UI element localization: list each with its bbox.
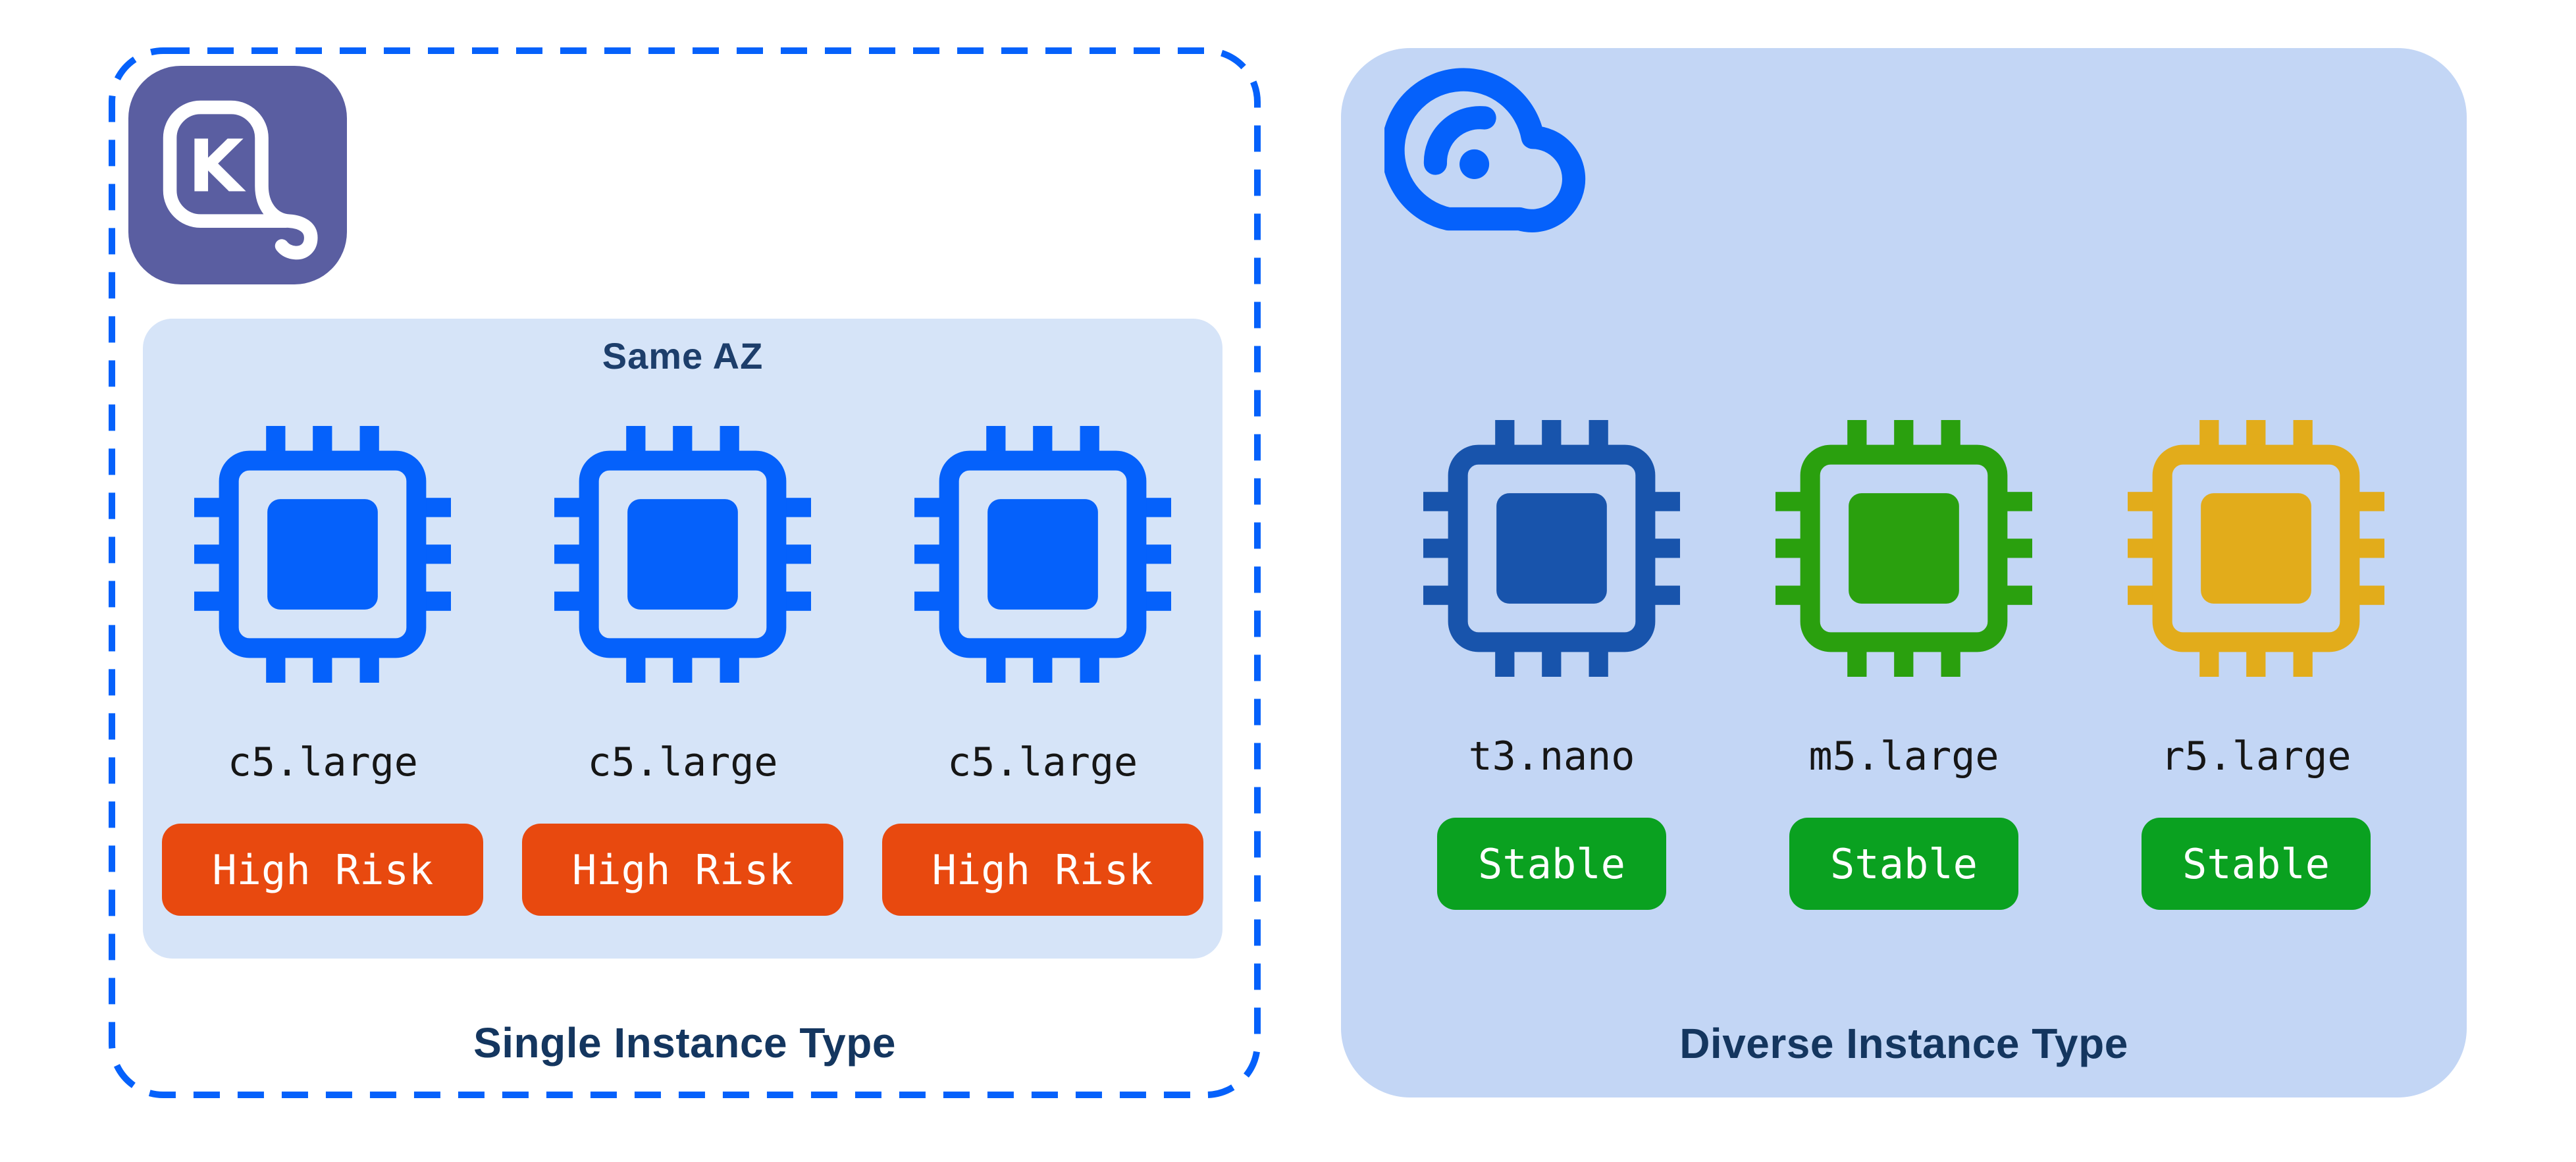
- left-instances-row: c5.large High Risk: [143, 426, 1222, 916]
- instance-name: t3.nano: [1468, 733, 1635, 779]
- diverse-instance-type-panel: t3.nano Stable: [1341, 48, 2467, 1097]
- instance-name: r5.large: [2161, 733, 2352, 779]
- right-panel-title: Diverse Instance Type: [1679, 1020, 2128, 1067]
- karpenter-logo-icon: K: [128, 66, 347, 284]
- right-instances-row: t3.nano Stable: [1387, 420, 2421, 910]
- single-instance-type-panel: K Same AZ: [109, 47, 1261, 1098]
- instance-name: c5.large: [587, 739, 778, 785]
- instance-column: t3.nano Stable: [1387, 420, 1716, 910]
- instance-column: c5.large High Risk: [872, 426, 1214, 916]
- instance-name: c5.large: [227, 739, 418, 785]
- status-badge: High Risk: [162, 824, 484, 916]
- cpu-chip-icon: [194, 426, 452, 683]
- cpu-chip-icon: [1775, 420, 2032, 677]
- cpu-chip-icon: [2128, 420, 2384, 677]
- cpu-chip-icon: [554, 426, 811, 683]
- status-badge: High Risk: [522, 824, 843, 916]
- svg-text:K: K: [188, 124, 246, 209]
- same-az-group: Same AZ: [143, 319, 1222, 959]
- cloud-icon: [1384, 61, 1616, 256]
- instance-column: c5.large High Risk: [151, 426, 494, 916]
- instance-column: m5.large Stable: [1739, 420, 2068, 910]
- status-badge: Stable: [2142, 818, 2371, 910]
- left-panel-title: Single Instance Type: [473, 1019, 896, 1067]
- status-badge: High Risk: [881, 824, 1203, 916]
- status-badge: Stable: [1789, 818, 2018, 910]
- instance-name: m5.large: [1808, 733, 1999, 779]
- status-badge: Stable: [1437, 818, 1666, 910]
- instance-column: r5.large Stable: [2091, 420, 2421, 910]
- instance-column: c5.large High Risk: [512, 426, 854, 916]
- cpu-chip-icon: [1423, 420, 1680, 677]
- instance-name: c5.large: [947, 739, 1138, 785]
- cpu-chip-icon: [914, 426, 1171, 683]
- dashed-border: [109, 47, 1261, 1098]
- same-az-label: Same AZ: [602, 335, 764, 377]
